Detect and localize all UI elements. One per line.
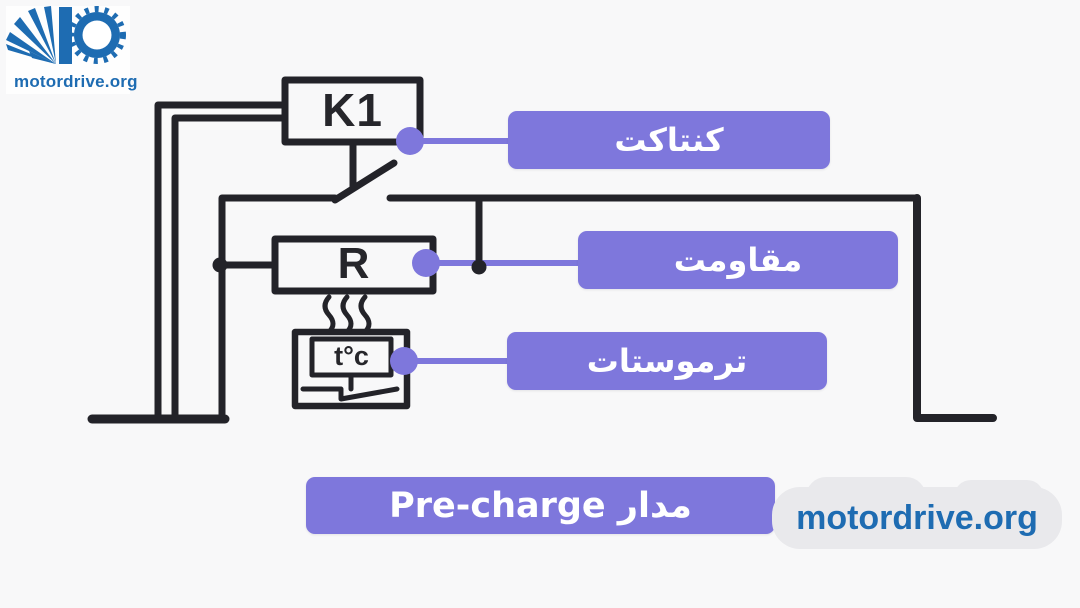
callout-connectors <box>404 138 582 364</box>
callout-contactor: كنتاكت <box>508 111 830 169</box>
contactor-designator: K1 <box>322 84 383 136</box>
thermostat-designator: t°c <box>334 341 369 371</box>
junction-dots <box>212 257 487 275</box>
watermark-blob: motordrive.org <box>772 477 1062 549</box>
resistor-designator: R <box>337 239 371 288</box>
logo-site-text: motordrive.org <box>14 72 138 91</box>
callout-terminal-dots <box>390 127 440 375</box>
motordrive-logo: motordrive.org <box>6 6 138 94</box>
heat-waves-icon <box>322 294 372 335</box>
motordrive-logo-icon <box>6 6 126 64</box>
resistor-box <box>271 235 437 295</box>
main-left-branch <box>218 194 339 423</box>
coil-wire-inner <box>171 114 285 419</box>
diagram-title: مدار Pre-charge <box>306 477 775 534</box>
right-branch-rail <box>913 194 997 422</box>
callout-resistor: مقاومت <box>578 231 898 289</box>
thermostat-contact-symbol <box>300 372 400 402</box>
watermark-site-text: motordrive.org <box>796 498 1038 537</box>
switch-blade <box>331 159 398 204</box>
callout-thermostat: ترموستات <box>507 332 827 390</box>
k1-contactor-box <box>281 76 424 146</box>
coil-wire-outer <box>154 101 285 419</box>
